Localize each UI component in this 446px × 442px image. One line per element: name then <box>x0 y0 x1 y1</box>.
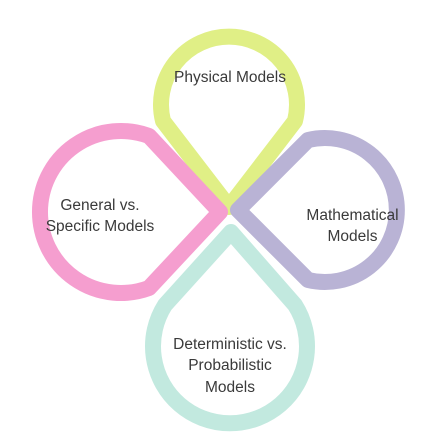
teardrop-right <box>230 130 405 290</box>
teardrop-left <box>31 123 228 301</box>
node-label-line: Mathematical <box>306 206 399 224</box>
teardrop-top <box>153 28 305 215</box>
node-label-line: Specific Models <box>45 218 155 235</box>
node-label-line: General vs. <box>60 196 140 214</box>
node-label-line: Physical Models <box>174 69 286 87</box>
node-label-general-vs-specific-models: General vs. Specific Models <box>20 186 180 246</box>
node-label-line: Models <box>205 378 255 396</box>
teardrop-bottom <box>145 224 315 432</box>
node-label-line: Probabilistic <box>188 357 272 375</box>
node-label-physical-models: Physical Models <box>160 58 300 98</box>
node-label-deterministic-vs-probabilistic-models: Deterministic vs. Probabilistic Models <box>150 326 310 406</box>
node-label-mathematical-models: Mathematical Models <box>280 196 425 256</box>
node-label-line: Deterministic vs. <box>173 335 287 353</box>
node-label-line: Models <box>327 228 378 245</box>
